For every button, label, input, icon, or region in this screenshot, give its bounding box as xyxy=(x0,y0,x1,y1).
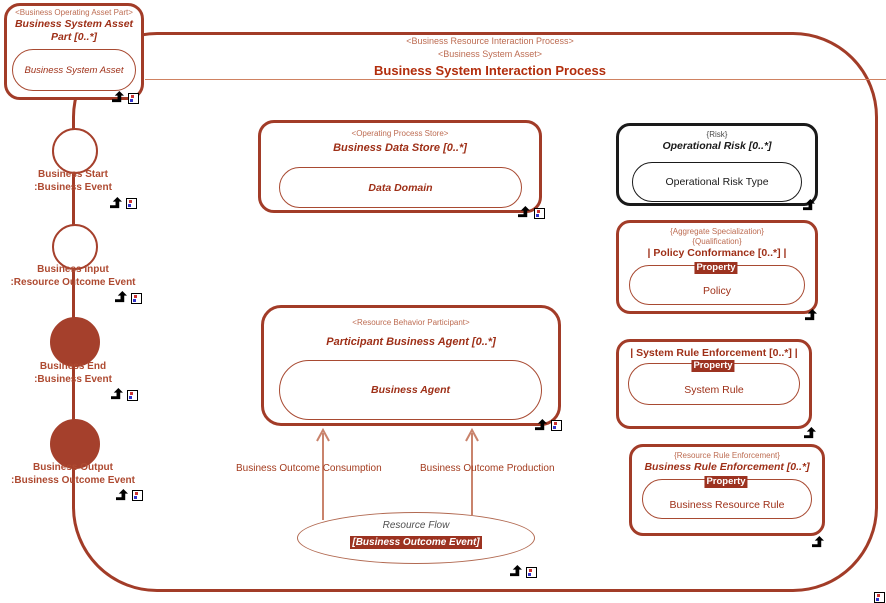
model-element-icon[interactable] xyxy=(132,490,143,501)
arrowhead-up-icon xyxy=(316,427,330,442)
navigate-up-icon[interactable] xyxy=(115,291,127,303)
node-business-resource-rule[interactable]: Business Resource Rule xyxy=(642,479,812,519)
event-business-output[interactable] xyxy=(50,419,100,469)
process-frame[interactable] xyxy=(72,32,878,592)
participant-name: Participant Business Agent [0..*] xyxy=(326,336,496,348)
model-element-icon[interactable] xyxy=(874,592,885,603)
frame-title: Business System Interaction Process xyxy=(374,63,606,78)
navigate-up-icon[interactable] xyxy=(112,91,124,103)
node-business-system-asset[interactable]: Business System Asset xyxy=(12,49,136,91)
business-rule-stereotype: {Resource Rule Enforcement} xyxy=(674,451,780,460)
node-policy-conformance[interactable]: {Aggregate Specialization} {Qualificatio… xyxy=(616,220,818,314)
policy-property-tag: Property xyxy=(694,262,738,274)
consumption-label: Business Outcome Consumption xyxy=(236,463,382,474)
risk-inner-label: Operational Risk Type xyxy=(665,176,769,188)
policy-stereotype-1: {Aggregate Specialization} xyxy=(670,227,764,236)
model-element-icon[interactable] xyxy=(131,293,142,304)
event-business-input-label: Business Input :Resource Outcome Event xyxy=(10,264,136,288)
node-participant-business-agent[interactable]: <Resource Behavior Participant> Particip… xyxy=(261,305,561,426)
asset-part-stereotype: <Business Operating Asset Part> xyxy=(15,8,133,17)
policy-stereotype-2: {Qualification} xyxy=(692,237,742,246)
participant-stereotype: <Resource Behavior Participant> xyxy=(352,318,470,327)
model-element-icon[interactable] xyxy=(127,390,138,401)
model-element-icon[interactable] xyxy=(534,208,545,219)
frame-title-separator xyxy=(145,79,886,80)
arrowhead-up-icon xyxy=(465,427,479,442)
resource-flow-tag: [Business Outcome Event] xyxy=(350,536,482,549)
system-rule-inner-label: System Rule xyxy=(684,384,744,396)
event-business-start[interactable] xyxy=(52,128,98,174)
frame-stereotype-1: <Business Resource Interaction Process> xyxy=(406,36,574,46)
resource-flow-title: Resource Flow xyxy=(382,520,450,531)
data-domain-label: Data Domain xyxy=(368,181,433,194)
risk-name: Operational Risk [0..*] xyxy=(662,140,772,152)
navigate-up-icon[interactable] xyxy=(510,565,522,577)
navigate-up-icon[interactable] xyxy=(805,309,817,321)
node-operational-risk-type[interactable]: Operational Risk Type xyxy=(632,162,802,202)
node-resource-flow[interactable]: Resource Flow [Business Outcome Event] xyxy=(297,512,535,564)
event-business-end[interactable] xyxy=(50,317,100,367)
business-rule-property-tag: Property xyxy=(704,476,748,488)
node-business-data-store[interactable]: <Operating Process Store> Business Data … xyxy=(258,120,542,213)
navigate-up-icon[interactable] xyxy=(110,197,122,209)
model-element-icon[interactable] xyxy=(526,567,537,578)
navigate-up-icon[interactable] xyxy=(116,489,128,501)
model-element-icon[interactable] xyxy=(551,420,562,431)
risk-stereotype: {Risk} xyxy=(706,130,728,139)
frame-header[interactable]: <Business Resource Interaction Process> … xyxy=(110,34,870,80)
node-business-rule-enforcement[interactable]: {Resource Rule Enforcement} Business Rul… xyxy=(629,444,825,536)
node-system-rule-enforcement[interactable]: | System Rule Enforcement [0..*] | Syste… xyxy=(616,339,812,429)
navigate-up-icon[interactable] xyxy=(803,199,815,211)
event-business-input[interactable] xyxy=(52,224,98,270)
navigate-up-icon[interactable] xyxy=(812,536,824,548)
event-business-start-label: Business Start :Business Event xyxy=(34,169,112,193)
node-business-agent[interactable]: Business Agent xyxy=(279,360,542,420)
asset-part-inner-label: Business System Asset xyxy=(24,64,124,76)
node-data-domain[interactable]: Data Domain xyxy=(279,167,522,208)
system-rule-property-tag: Property xyxy=(691,360,735,372)
event-business-end-label: Business End :Business Event xyxy=(34,361,112,385)
data-store-name: Business Data Store [0..*] xyxy=(333,142,467,154)
policy-name: | Policy Conformance [0..*] | xyxy=(647,247,787,259)
frame-stereotype-2: <Business System Asset> xyxy=(437,49,543,59)
navigate-up-icon[interactable] xyxy=(518,206,530,218)
production-label: Business Outcome Production xyxy=(420,463,555,474)
policy-inner-label: Policy xyxy=(702,285,731,297)
navigate-up-icon[interactable] xyxy=(535,419,547,431)
model-element-icon[interactable] xyxy=(126,198,137,209)
navigate-up-icon[interactable] xyxy=(804,427,816,439)
data-store-stereotype: <Operating Process Store> xyxy=(351,129,449,138)
model-element-icon[interactable] xyxy=(128,93,139,104)
node-operational-risk[interactable]: {Risk} Operational Risk [0..*] Operation… xyxy=(616,123,818,206)
business-agent-label: Business Agent xyxy=(371,384,450,396)
event-business-output-label: Business Output :Business Outcome Event xyxy=(11,462,135,486)
system-rule-name: | System Rule Enforcement [0..*] | xyxy=(630,347,798,359)
navigate-up-icon[interactable] xyxy=(111,388,123,400)
business-rule-name: Business Rule Enforcement [0..*] xyxy=(644,461,810,473)
node-business-system-asset-part[interactable]: <Business Operating Asset Part> Business… xyxy=(4,3,144,100)
business-rule-inner-label: Business Resource Rule xyxy=(669,499,785,511)
asset-part-name: Business System Asset Part [0..*] xyxy=(14,18,134,43)
